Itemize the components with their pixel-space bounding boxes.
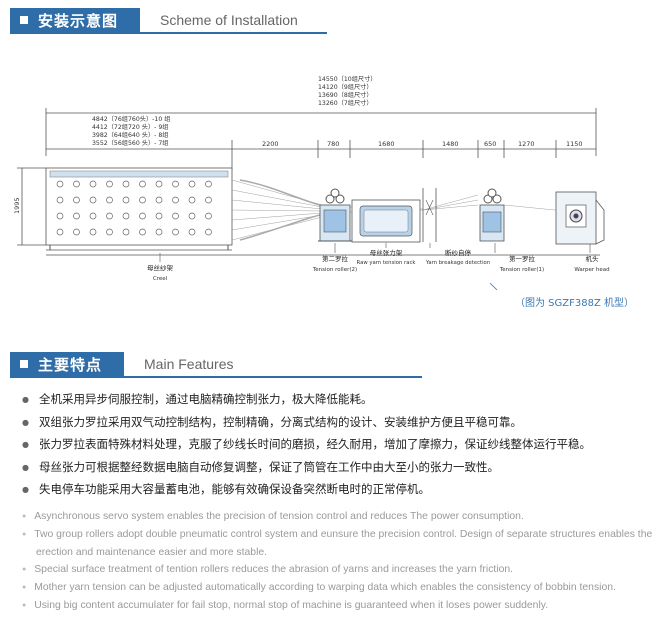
installation-diagram: 14550（10组尺寸） 14120（9组尺寸） 13690（8组尺寸） 132… bbox=[13, 75, 610, 290]
feature-en-item: Asynchronous servo system enables the pr… bbox=[22, 508, 662, 526]
dim-creel-9: 4412（72组720 头）- 9组 bbox=[92, 123, 168, 131]
feature-cn-item: 张力罗拉表面特殊材料处理，克服了纱线长时间的磨损，经久耐用，增加了摩擦力，保证纱… bbox=[22, 434, 591, 457]
bobbin-icon bbox=[73, 196, 80, 204]
dim-creel-7: 3552（56组560 头）- 7组 bbox=[92, 139, 168, 147]
dim-seg-1: 2200 bbox=[262, 140, 279, 148]
dim-seg-2: 780 bbox=[327, 140, 339, 148]
warper-head bbox=[555, 191, 605, 245]
label-break-en: Yarn breakage detection bbox=[425, 260, 490, 266]
features-title-tab: 主要特点 bbox=[10, 352, 125, 376]
features-title-en: Main Features bbox=[144, 356, 234, 372]
bobbin-icon bbox=[155, 180, 163, 188]
dim-seg-4: 1480 bbox=[442, 140, 459, 148]
bobbin-icon bbox=[155, 196, 163, 204]
features-cn-list: 全机采用异步伺服控制，通过电脑精确控制张力，极大降低能耗。 双组张力罗拉采用双气… bbox=[22, 389, 591, 502]
bobbin-icon bbox=[139, 196, 146, 204]
bobbin-icon bbox=[89, 228, 97, 236]
dim-creel-8: 3982（64组640 头）- 8组 bbox=[92, 131, 168, 139]
feature-en-item: Two group rollers adopt double pneumatic… bbox=[22, 526, 662, 561]
raw-yarn-tension-rack bbox=[351, 199, 421, 243]
bobbin-icon bbox=[106, 180, 113, 188]
bobbin-icon bbox=[89, 196, 97, 204]
install-section-header: 安装示意图 Scheme of Installation bbox=[10, 8, 298, 32]
bobbin-icon bbox=[56, 180, 64, 188]
install-title-tab: 安装示意图 bbox=[10, 8, 141, 32]
square-bullet-icon bbox=[20, 16, 28, 24]
bobbin-icon bbox=[155, 228, 163, 236]
feature-en-item: Mother yarn tension can be adjusted auto… bbox=[22, 579, 662, 597]
bobbin-icon bbox=[172, 212, 179, 220]
bobbin-icon bbox=[205, 212, 212, 220]
feature-cn-item: 全机采用异步伺服控制，通过电脑精确控制张力，极大降低能耗。 bbox=[22, 389, 591, 412]
feature-en-item: Special surface treatment of tention rol… bbox=[22, 561, 662, 579]
bobbin-icon bbox=[73, 212, 80, 220]
bobbin-icon bbox=[205, 196, 212, 204]
bobbin-icon bbox=[122, 180, 130, 188]
feature-cn-item: 母丝张力可根据整经数据电脑自动修复调整，保证了筒管在工作中由大至小的张力一致性。 bbox=[22, 457, 591, 480]
bobbin-icon bbox=[188, 180, 196, 188]
label-head-cn: 机头 bbox=[586, 254, 600, 263]
feature-cn-item: 失电停车功能采用大容量蓄电池，能够有效确保设备突然断电时的正常停机。 bbox=[22, 479, 591, 502]
label-roller1-cn: 第一罗拉 bbox=[509, 254, 536, 263]
bobbin-icon bbox=[205, 228, 212, 236]
tension-roller-1 bbox=[479, 188, 505, 242]
bobbin-icon bbox=[122, 196, 130, 204]
dim-seg-7: 1150 bbox=[566, 140, 583, 148]
bobbin-icon bbox=[73, 180, 80, 188]
tension-roller-2 bbox=[318, 188, 352, 242]
bobbin-icon bbox=[56, 196, 64, 204]
install-header-rule bbox=[10, 32, 327, 34]
bobbin-icon bbox=[73, 228, 80, 236]
install-title-en: Scheme of Installation bbox=[160, 12, 298, 28]
bobbin-icon bbox=[106, 196, 113, 204]
label-creel-en: Creel bbox=[153, 276, 168, 282]
bobbin-icon bbox=[188, 212, 196, 220]
dim-seg-6: 1270 bbox=[518, 140, 535, 148]
label-roller1-en: Tension roller(1) bbox=[499, 267, 544, 273]
label-rack-cn: 母丝张力架 bbox=[370, 248, 403, 257]
bobbin-icon bbox=[89, 180, 97, 188]
model-note: （图为 SGZF388Z 机型） bbox=[515, 298, 634, 309]
bobbin-icon bbox=[205, 180, 212, 188]
bobbin-icon bbox=[172, 196, 179, 204]
features-en-list: Asynchronous servo system enables the pr… bbox=[22, 508, 662, 615]
features-header-rule bbox=[10, 376, 422, 378]
bobbin-icon bbox=[188, 228, 196, 236]
feature-en-item: Using big content accumulater for fail s… bbox=[22, 597, 662, 615]
bobbin-icon bbox=[122, 228, 130, 236]
install-title-cn: 安装示意图 bbox=[38, 11, 119, 30]
dim-seg-5: 650 bbox=[484, 140, 496, 148]
bobbin-icon bbox=[139, 212, 146, 220]
dim-total-7: 13260（7组尺寸） bbox=[318, 99, 373, 107]
bobbin-icon bbox=[139, 228, 146, 236]
bobbin-icon bbox=[122, 212, 130, 220]
bobbin-icon bbox=[106, 212, 113, 220]
bobbin-icon bbox=[155, 212, 163, 220]
bobbin-icon bbox=[188, 196, 196, 204]
label-creel-cn: 母丝纱架 bbox=[147, 263, 174, 272]
label-roller2-cn: 第二罗拉 bbox=[322, 254, 349, 263]
height-dim: 1995 bbox=[13, 197, 21, 214]
features-section-header: 主要特点 Main Features bbox=[10, 352, 234, 376]
label-roller2-en: Tension roller(2) bbox=[312, 267, 357, 273]
dim-total-9: 14120（9组尺寸） bbox=[318, 83, 373, 91]
dim-total-10: 14550（10组尺寸） bbox=[318, 75, 377, 83]
label-head-en: Warper head bbox=[574, 267, 609, 273]
label-rack-en: Raw yarn tension rack bbox=[357, 260, 417, 266]
square-bullet-icon bbox=[20, 360, 28, 368]
yarn-breakage-detection bbox=[422, 188, 437, 242]
bobbin-icon bbox=[56, 212, 64, 220]
feature-cn-item: 双组张力罗拉采用双气动控制结构，控制精确，分离式结构的设计、安装维护方便且平稳可… bbox=[22, 412, 591, 435]
bobbin-icon bbox=[139, 180, 146, 188]
bobbin-icon bbox=[56, 228, 64, 236]
dim-creel-10: 4842（76组760头）-10 组 bbox=[92, 115, 170, 123]
bobbin-icon bbox=[172, 180, 179, 188]
bobbin-icon bbox=[172, 228, 179, 236]
dim-total-8: 13690（8组尺寸） bbox=[318, 91, 373, 99]
features-title-cn: 主要特点 bbox=[38, 355, 103, 374]
bobbin-icon bbox=[89, 212, 97, 220]
dim-seg-3: 1680 bbox=[378, 140, 395, 148]
bobbin-icon bbox=[106, 228, 113, 236]
label-break-cn: 断纱自停 bbox=[445, 248, 472, 257]
